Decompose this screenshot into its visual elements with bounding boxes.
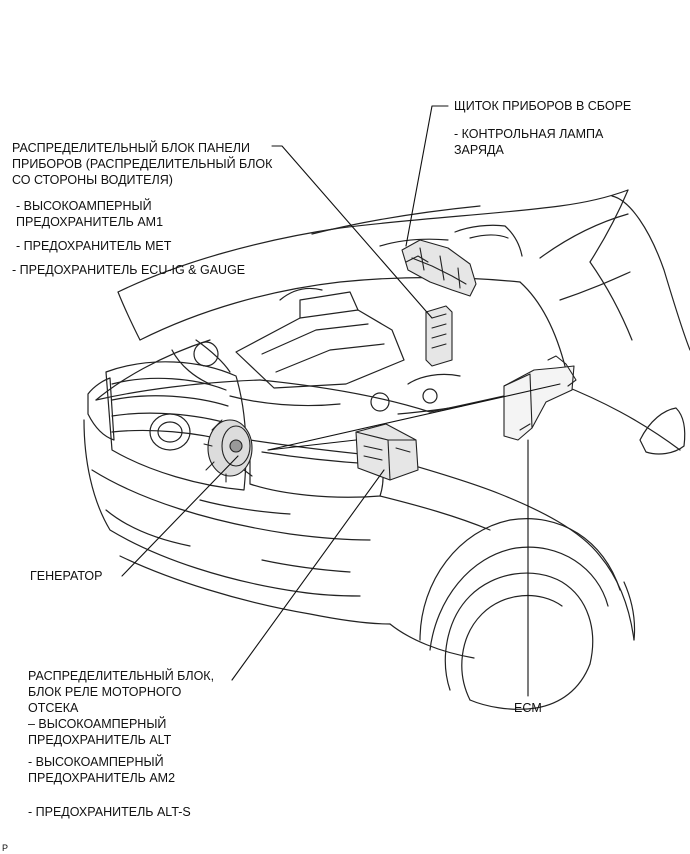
generator-label: ГЕНЕРАТОР bbox=[30, 569, 103, 583]
leader-lines bbox=[121, 105, 561, 697]
ecu-ig-gauge-fuse: - ПРЕДОХРАНИТЕЛЬ ECU-IG & GAUGE bbox=[12, 263, 246, 277]
instrument-cluster-label: ЩИТОК ПРИБОРОВ В СБОРЕ - КОНТРОЛЬНАЯ ЛАМ… bbox=[454, 98, 631, 158]
raised-hood bbox=[117, 189, 629, 341]
driver-side-jb-line2: ПРИБОРОВ (РАСПРЕДЕЛИТЕЛЬНЫЙ БЛОК bbox=[12, 157, 273, 171]
driver-side-jb-line1: РАСПРЕДЕЛИТЕЛЬНЫЙ БЛОК ПАНЕЛИ bbox=[12, 141, 250, 155]
alt-fuse-line1: – ВЫСОКОАМПЕРНЫЙ bbox=[28, 717, 167, 731]
front-bumper bbox=[83, 419, 391, 625]
met-fuse: - ПРЕДОХРАНИТЕЛЬ MET bbox=[16, 239, 172, 253]
corner-mark: P bbox=[2, 843, 9, 853]
am1-fuse-line2: ПРЕДОХРАНИТЕЛЬ AM1 bbox=[16, 215, 164, 229]
instrument-cluster-title: ЩИТОК ПРИБОРОВ В СБОРЕ bbox=[454, 99, 632, 113]
am1-fuse-line1: - ВЫСОКОАМПЕРНЫЙ bbox=[16, 199, 152, 213]
generator-part bbox=[203, 419, 253, 483]
alt-fuse-line2: ПРЕДОХРАНИТЕЛЬ ALT bbox=[28, 733, 172, 747]
driver-side-jb-label: РАСПРЕДЕЛИТЕЛЬНЫЙ БЛОК ПАНЕЛИ ПРИБОРОВ (… bbox=[12, 140, 272, 278]
charge-lamp-line1: - КОНТРОЛЬНАЯ ЛАМПА bbox=[454, 127, 604, 141]
engine-room-jb-line1: РАСПРЕДЕЛИТЕЛЬНЫЙ БЛОК, bbox=[28, 669, 215, 683]
driver-side-jb-line3: СО СТОРОНЫ ВОДИТЕЛЯ) bbox=[12, 173, 173, 187]
driver-side-junction-block-part bbox=[425, 305, 453, 367]
cab-outline bbox=[539, 195, 690, 351]
ecm-label: ECM bbox=[514, 701, 542, 715]
am2-fuse-line2: ПРЕДОХРАНИТЕЛЬ AM2 bbox=[28, 771, 176, 785]
am2-fuse-line1: - ВЫСОКОАМПЕРНЫЙ bbox=[28, 755, 164, 769]
instrument-cluster-part bbox=[401, 239, 477, 297]
ecm-part bbox=[503, 355, 577, 441]
engine-room-jb-line3: ОТСЕКА bbox=[28, 701, 79, 715]
engine-bay-rim bbox=[95, 276, 567, 413]
engine-room-jb-line2: БЛОК РЕЛЕ МОТОРНОГО bbox=[28, 685, 182, 699]
engine-cover bbox=[171, 287, 463, 415]
engine-room-jb-label: РАСПРЕДЕЛИТЕЛЬНЫЙ БЛОК, БЛОК РЕЛЕ МОТОРН… bbox=[28, 668, 214, 820]
front-wheel bbox=[419, 518, 621, 710]
charge-lamp-line2: ЗАРЯДА bbox=[454, 143, 504, 157]
body-side bbox=[379, 383, 681, 659]
engine-room-junction-block-part bbox=[355, 423, 419, 481]
alt-s-fuse: - ПРЕДОХРАНИТЕЛЬ ALT-S bbox=[28, 805, 191, 819]
side-mirror bbox=[639, 407, 686, 455]
